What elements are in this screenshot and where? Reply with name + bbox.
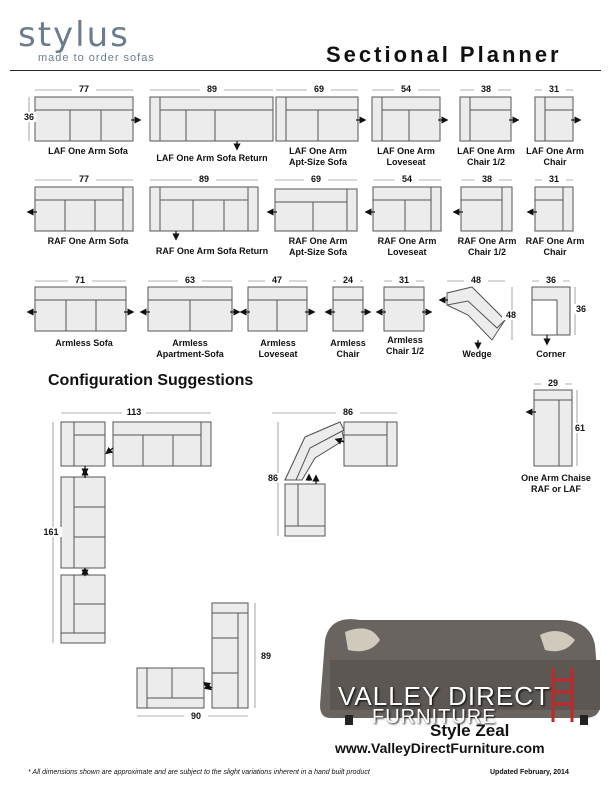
piece-armless-chair-half — [383, 286, 425, 332]
label-laf-apt: LAF One Arm Apt-Size Sofa — [288, 146, 347, 167]
piece-raf-chair — [534, 186, 574, 232]
dim-config2-height: 86 — [264, 473, 282, 483]
label-raf-chair-half: RAF One Arm Chair 1/2 — [457, 236, 517, 257]
brand-logo: stylus — [18, 15, 130, 55]
dim-laf-apt: 69 — [307, 84, 331, 94]
dim-chaise-depth: 61 — [573, 423, 587, 433]
dim-laf-chair-half: 38 — [474, 84, 498, 94]
piece-laf-loveseat — [371, 96, 441, 142]
label-wedge: Wedge — [462, 349, 492, 359]
brand-tagline: made to order sofas — [38, 52, 155, 64]
piece-armless-chair — [332, 286, 364, 332]
dim-wedge-width: 48 — [464, 275, 488, 285]
dim-config2-width: 86 — [336, 407, 360, 417]
dim-raf-apt: 69 — [304, 174, 328, 184]
config-2-pieces — [284, 421, 398, 537]
label-armless-sofa: Armless Sofa — [55, 338, 113, 348]
piece-laf-one-arm-sofa — [34, 96, 134, 142]
dim-raf-sofa: 77 — [72, 174, 96, 184]
label-laf-loveseat: LAF One Arm Loveseat — [377, 146, 435, 167]
header-rule — [10, 70, 601, 71]
piece-laf-chair-half — [459, 96, 512, 142]
label-laf-sofa: LAF One Arm Sofa — [48, 146, 128, 156]
piece-laf-one-arm-sofa-return — [149, 96, 274, 142]
label-armless-apt: Armless Apartment-Sofa — [156, 338, 224, 359]
label-raf-loveseat: RAF One Arm Loveseat — [377, 236, 437, 257]
dealer-name-line1: VALLEY DIRECT — [338, 681, 551, 711]
disclaimer: * All dimensions shown are approximate a… — [28, 769, 370, 776]
updated-date: Updated February, 2014 — [490, 769, 569, 776]
label-raf-apt: RAF One Arm Apt-Size Sofa — [288, 236, 348, 257]
dim-wedge-depth: 48 — [502, 310, 520, 320]
dim-raf-chair: 31 — [542, 174, 566, 184]
piece-corner — [531, 286, 571, 336]
dim-laf-chair: 31 — [542, 84, 566, 94]
dim-armless-sofa: 71 — [68, 275, 92, 285]
label-chaise: One Arm Chaise RAF or LAF — [521, 473, 591, 494]
config-3-pieces — [136, 602, 249, 709]
dim-config3-width: 90 — [184, 711, 208, 721]
dealer-url: www.ValleyDirectFurniture.com — [335, 740, 545, 756]
dim-config3-height: 89 — [257, 651, 275, 661]
page-title: Sectional Planner — [326, 42, 562, 67]
piece-raf-one-arm-sofa-return — [149, 186, 259, 232]
dim-corner-width: 36 — [539, 275, 563, 285]
piece-chaise — [533, 389, 573, 467]
piece-raf-chair-half — [460, 186, 513, 232]
label-raf-chair: RAF One Arm Chair — [525, 236, 585, 257]
dim-laf-sofa: 77 — [72, 84, 96, 94]
style-name: Style Zeal — [430, 721, 510, 740]
piece-raf-one-arm-sofa — [34, 186, 134, 232]
dim-laf-return: 89 — [200, 84, 224, 94]
label-raf-return: RAF One Arm Sofa Return — [155, 246, 269, 256]
piece-armless-loveseat — [247, 286, 308, 332]
dim-laf-loveseat: 54 — [394, 84, 418, 94]
config-1-pieces — [60, 421, 212, 644]
piece-laf-chair — [534, 96, 574, 142]
label-laf-chair: LAF One Arm Chair — [526, 146, 584, 167]
dim-armless-apt: 63 — [178, 275, 202, 285]
piece-wedge — [446, 286, 506, 341]
piece-raf-apt-sofa — [274, 188, 358, 232]
label-armless-loveseat: Armless Loveseat — [258, 338, 298, 359]
piece-raf-loveseat — [372, 186, 442, 232]
piece-armless-sofa — [34, 286, 127, 332]
dim-armless-loveseat: 47 — [265, 275, 289, 285]
label-laf-return: LAF One Arm Sofa Return — [156, 153, 268, 163]
config-heading: Configuration Suggestions — [48, 372, 254, 389]
dim-armless-chair: 24 — [336, 275, 360, 285]
label-armless-chair-half: Armless Chair 1/2 — [385, 335, 425, 356]
dim-chaise-width: 29 — [541, 378, 565, 388]
dim-laf-sofa-depth: 36 — [22, 112, 36, 122]
label-corner: Corner — [536, 349, 566, 359]
dim-config1-height: 161 — [40, 527, 62, 537]
label-raf-sofa: RAF One Arm Sofa — [47, 236, 129, 246]
label-armless-chair: Armless Chair — [330, 338, 366, 359]
piece-armless-apartment-sofa — [147, 286, 233, 332]
label-laf-chair-half: LAF One Arm Chair 1/2 — [457, 146, 515, 167]
dim-armless-chair-half: 31 — [392, 275, 416, 285]
sofa-photo — [318, 610, 608, 765]
dim-raf-loveseat: 54 — [395, 174, 419, 184]
dim-raf-chair-half: 38 — [475, 174, 499, 184]
piece-laf-apt-sofa — [275, 96, 359, 142]
dim-corner-depth: 36 — [574, 304, 588, 314]
dealer-name-line2: FURNITURE — [372, 706, 497, 728]
dim-raf-return: 89 — [192, 174, 216, 184]
dim-config1-width: 113 — [122, 407, 146, 417]
